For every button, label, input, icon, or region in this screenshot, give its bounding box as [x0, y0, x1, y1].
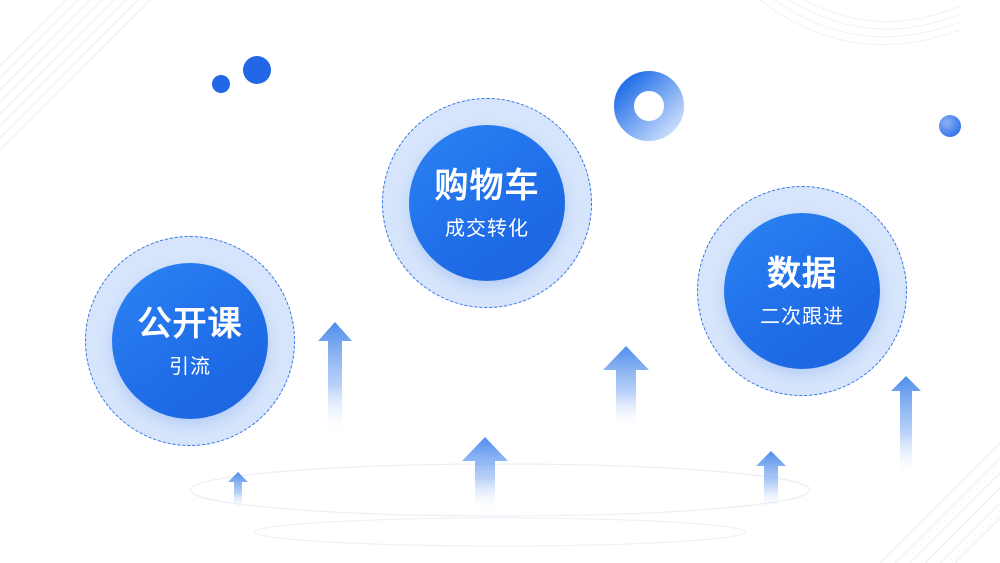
node-subtitle: 引流 [169, 354, 211, 378]
node-title: 购物车 [434, 166, 540, 206]
node-title: 公开课 [137, 304, 243, 344]
node-shopping-cart: 购物车 成交转化 [382, 98, 592, 308]
dot-icon [243, 56, 271, 84]
up-arrow-icon [756, 451, 786, 510]
node-open-class: 公开课 引流 [85, 236, 295, 446]
up-arrow-icon [891, 376, 921, 478]
node-core: 购物车 成交转化 [409, 125, 565, 281]
node-title: 数据 [767, 254, 837, 294]
ring-icon [614, 71, 684, 141]
top-left-line-pattern [0, 0, 151, 151]
bottom-right-line-pattern [879, 442, 1000, 563]
node-subtitle: 成交转化 [445, 216, 529, 240]
node-data: 数据 二次跟进 [697, 186, 907, 396]
up-arrow-icon [603, 346, 649, 430]
top-right-arc-pattern [759, 0, 961, 45]
floor-ellipse-outer [189, 463, 811, 517]
node-core: 数据 二次跟进 [724, 213, 880, 369]
node-subtitle: 二次跟进 [760, 304, 844, 328]
up-arrow-icon [462, 437, 508, 512]
up-arrow-icon [228, 472, 248, 510]
dot-icon [939, 115, 961, 137]
node-core: 公开课 引流 [112, 263, 268, 419]
dot-icon [212, 75, 230, 93]
up-arrow-icon [318, 322, 352, 436]
floor-ellipse-inner [254, 517, 746, 547]
